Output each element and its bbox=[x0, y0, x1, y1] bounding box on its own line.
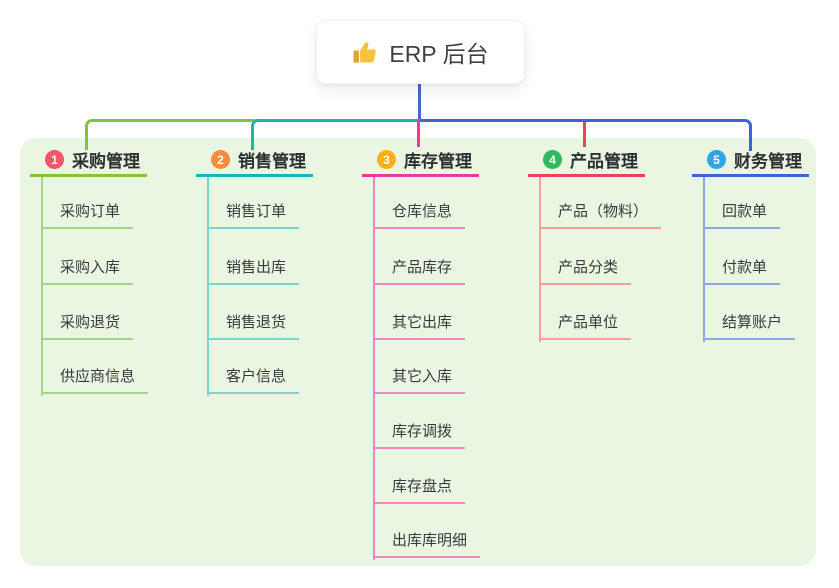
root-connector-line bbox=[418, 82, 421, 120]
child-node[interactable]: 付款单 bbox=[703, 258, 781, 285]
child-node[interactable]: 产品分类 bbox=[539, 258, 632, 285]
branch-number-badge: 2 bbox=[211, 150, 230, 169]
connector-branch-2 bbox=[251, 119, 423, 150]
connector-branch-1 bbox=[85, 119, 255, 150]
branch-number-badge: 1 bbox=[45, 150, 64, 169]
child-node[interactable]: 库存调拨 bbox=[373, 422, 466, 449]
thumbs-up-icon bbox=[352, 39, 379, 66]
child-node[interactable]: 采购订单 bbox=[41, 202, 134, 229]
branch-label: 销售管理 bbox=[238, 152, 306, 171]
branch-node-finance[interactable]: 5 财务管理 bbox=[692, 149, 809, 177]
child-node[interactable]: 结算账户 bbox=[703, 313, 796, 340]
child-node[interactable]: 其它入库 bbox=[373, 367, 466, 394]
connector-branch-3 bbox=[417, 120, 420, 147]
child-node[interactable]: 产品库存 bbox=[373, 258, 466, 285]
child-node[interactable]: 销售退货 bbox=[207, 313, 300, 340]
child-node[interactable]: 出库库明细 bbox=[373, 531, 481, 558]
connector-branch-5 bbox=[420, 119, 752, 151]
branch-label: 采购管理 bbox=[72, 152, 140, 171]
child-node[interactable]: 产品单位 bbox=[539, 313, 632, 340]
branch-child-connector bbox=[207, 177, 209, 396]
root-node[interactable]: ERP 后台 bbox=[316, 20, 525, 84]
child-node[interactable]: 其它出库 bbox=[373, 313, 466, 340]
branch-label: 库存管理 bbox=[404, 152, 472, 171]
child-node[interactable]: 销售订单 bbox=[207, 202, 300, 229]
branch-child-connector bbox=[703, 177, 705, 342]
child-node[interactable]: 库存盘点 bbox=[373, 477, 466, 504]
branch-node-inventory[interactable]: 3 库存管理 bbox=[362, 149, 479, 177]
branch-child-connector bbox=[539, 177, 541, 342]
child-node[interactable]: 客户信息 bbox=[207, 367, 300, 394]
branch-node-purchase[interactable]: 1 采购管理 bbox=[30, 149, 147, 177]
branch-number-badge: 4 bbox=[543, 150, 562, 169]
root-node-label: ERP 后台 bbox=[389, 41, 489, 67]
connector-branch-4 bbox=[583, 122, 586, 147]
branch-node-sales[interactable]: 2 销售管理 bbox=[196, 149, 313, 177]
branch-number-badge: 3 bbox=[377, 150, 396, 169]
child-node[interactable]: 采购退货 bbox=[41, 313, 134, 340]
branch-label: 财务管理 bbox=[734, 152, 802, 171]
child-node[interactable]: 回款单 bbox=[703, 202, 781, 229]
branch-label: 产品管理 bbox=[570, 152, 638, 171]
branch-number-badge: 5 bbox=[707, 150, 726, 169]
branch-node-product[interactable]: 4 产品管理 bbox=[528, 149, 645, 177]
branch-child-connector bbox=[41, 177, 43, 396]
child-node[interactable]: 供应商信息 bbox=[41, 367, 149, 394]
child-node[interactable]: 销售出库 bbox=[207, 258, 300, 285]
branches-panel bbox=[20, 138, 816, 566]
child-node[interactable]: 产品（物料） bbox=[539, 202, 662, 229]
branch-child-connector bbox=[373, 177, 375, 560]
child-node[interactable]: 采购入库 bbox=[41, 258, 134, 285]
child-node[interactable]: 仓库信息 bbox=[373, 202, 466, 229]
